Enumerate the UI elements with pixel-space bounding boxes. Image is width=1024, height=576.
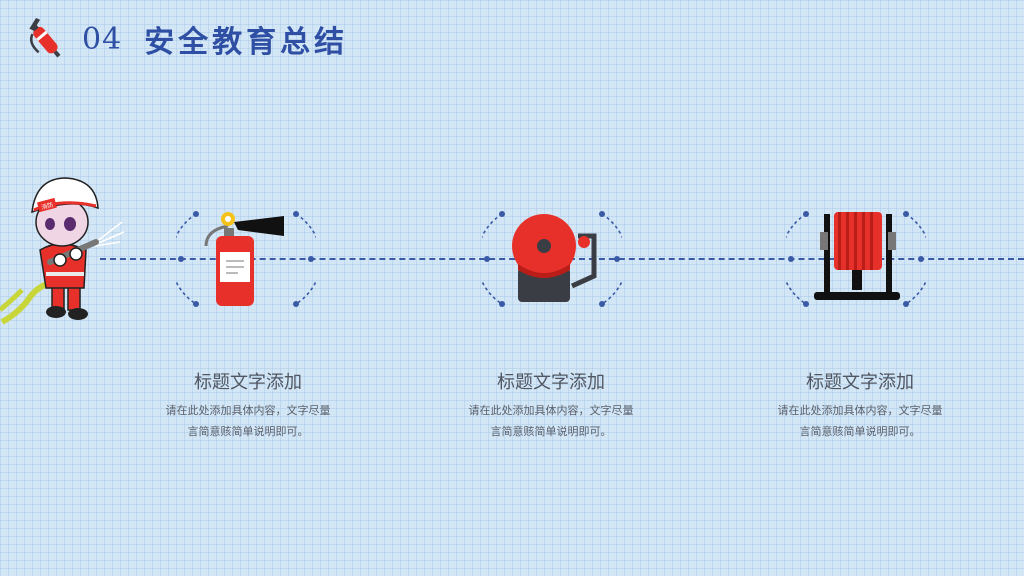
- slide-header: 04 安全教育总结: [20, 14, 348, 64]
- card-title-1: 标题文字添加: [194, 372, 302, 393]
- card-desc-1-line-2: 言简意赅简单说明即可。: [187, 425, 309, 438]
- page-title: 安全教育总结: [144, 25, 349, 60]
- card-desc-1: 请在此处添加具体内容，文字尽量 言简意赅简单说明即可。: [128, 400, 368, 442]
- firefighter-mascot-icon: 消防: [0, 177, 125, 325]
- fire-extinguisher-logo-icon: [29, 18, 61, 58]
- card-desc-3-line-2: 言简意赅简单说明即可。: [799, 425, 921, 438]
- fire-extinguisher-icon: [176, 211, 316, 307]
- mascot-badge-text: 消防: [40, 201, 54, 212]
- card-desc-3: 请在此处添加具体内容，文字尽量 言简意赅简单说明即可。: [740, 400, 980, 442]
- card-desc-3-line-1: 请在此处添加具体内容，文字尽量: [777, 404, 943, 417]
- card-title-3: 标题文字添加: [806, 372, 914, 393]
- fire-alarm-bell-icon: [482, 211, 622, 307]
- card-desc-2-line-2: 言简意赅简单说明即可。: [490, 425, 612, 438]
- fire-hose-reel-icon: [786, 211, 926, 307]
- card-desc-2-line-1: 请在此处添加具体内容，文字尽量: [468, 404, 634, 417]
- card-desc-2: 请在此处添加具体内容，文字尽量 言简意赅简单说明即可。: [431, 400, 671, 442]
- section-number: 04: [82, 21, 123, 57]
- card-title-2: 标题文字添加: [497, 372, 605, 393]
- card-desc-1-line-1: 请在此处添加具体内容，文字尽量: [165, 404, 331, 417]
